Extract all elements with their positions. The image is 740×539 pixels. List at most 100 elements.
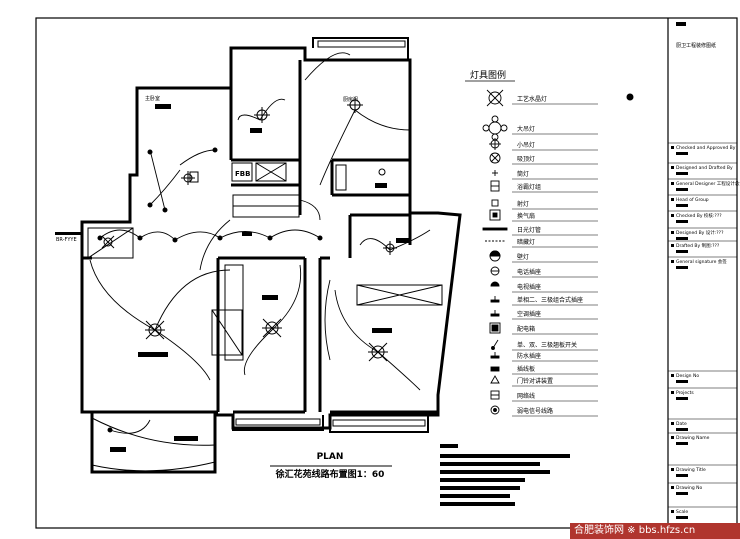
- legend-row: 吸顶灯: [489, 152, 598, 165]
- legend-row: 小吊灯: [489, 138, 598, 151]
- doorbell-icon: [490, 375, 500, 384]
- switch-icon: [491, 339, 499, 350]
- legend-label: 射灯: [517, 200, 529, 208]
- title-block-field: Head of Group: [668, 194, 737, 207]
- legend-row: 大吊灯: [482, 115, 598, 141]
- title-block-field: Drawing Name: [668, 432, 737, 445]
- downlight-icon: [492, 170, 498, 176]
- legend-row: 单相二、三极组合式插座: [490, 296, 598, 306]
- title-block-label: Head of Group: [676, 197, 709, 203]
- title-block-label: Drawing Name: [676, 435, 710, 441]
- title-block-field: Date: [668, 418, 737, 431]
- wall-lamp-icon: [489, 250, 501, 262]
- room-label-bedroom: 主卧室: [145, 95, 160, 102]
- network-icon: [490, 390, 500, 400]
- title-block-label: Design No: [676, 373, 699, 379]
- legend-label: 工艺水晶灯: [517, 95, 547, 103]
- room-label-kitchen: 厨房间: [343, 96, 358, 103]
- legend-label: 弱电信号线路: [517, 407, 553, 415]
- legend-row: 单、双、三极翘板开关: [491, 339, 598, 351]
- legend-row: 电话插座: [490, 266, 598, 278]
- exhaust-fan-icon: [489, 209, 501, 221]
- legend-label: 日光灯管: [517, 226, 541, 234]
- legend-row: 浴霸灯组: [490, 180, 598, 193]
- legend-row: 电视插座: [490, 281, 598, 293]
- title-block-label: Scale: [676, 509, 688, 515]
- legend-label: 网络线: [517, 392, 535, 400]
- legend-label: 壁灯: [517, 253, 529, 261]
- legend-row: 筒灯: [492, 170, 598, 180]
- legend-label: 大吊灯: [517, 125, 535, 133]
- legend-label: 单相二、三极组合式插座: [517, 296, 583, 304]
- title-block-field: General signature 会签: [668, 256, 737, 269]
- plan-label-blocks: [110, 104, 410, 452]
- walls: [80, 37, 462, 474]
- power-strip-icon: [490, 366, 500, 372]
- distribution-box-icon: [489, 322, 501, 334]
- legend-label: 电视插座: [517, 283, 541, 291]
- title-block-label: Drafted By 制图:???: [676, 242, 720, 249]
- pendant-large-icon: [482, 115, 508, 141]
- title-block-label: Checked and Approved By: [676, 145, 736, 151]
- wall-details: [87, 40, 443, 472]
- plan-subtitle: 徐汇花苑线路布置图1：60: [275, 468, 385, 480]
- legend-label: 门铃对讲装置: [517, 377, 553, 385]
- title-block-label: General Designer 工程设计总负责人: [676, 180, 740, 187]
- ceiling-lamp-icon: [489, 152, 501, 164]
- waterproof-socket-icon: [490, 352, 500, 359]
- title-block-fields: Checked and Approved By Designed and Draf…: [668, 142, 740, 519]
- ac-socket-icon: [490, 310, 500, 317]
- title-block-label: Designed and Drafted By: [676, 165, 733, 171]
- legend-row: 门铃对讲装置: [490, 375, 598, 387]
- phone-socket-icon: [490, 266, 500, 276]
- title-block-label: Checked By 校核:???: [676, 212, 722, 219]
- legend-label: 防水插座: [517, 352, 541, 360]
- title-block-field: Checked By 校核:???: [668, 210, 737, 223]
- drawing-border: [35, 17, 738, 529]
- title-block-field: Drafted By 制图:???: [668, 240, 737, 253]
- title-block-field: Scale: [668, 506, 737, 519]
- legend-row: 壁灯: [489, 250, 598, 263]
- title-block-field: Checked and Approved By: [668, 142, 737, 155]
- plan-title: PLAN: [317, 452, 344, 462]
- title-block-label: Designed By 设计:???: [676, 229, 724, 236]
- legend-label: 吸顶灯: [517, 155, 535, 163]
- entry-label: BR-FYYE: [56, 237, 77, 243]
- legend-row: 射灯: [491, 199, 598, 210]
- notes-block: [440, 444, 570, 506]
- legend-rows: 工艺水晶灯大吊灯小吊灯吸顶灯筒灯浴霸灯组射灯换气扇日光灯管暗藏灯壁灯电话插座电视…: [482, 89, 598, 417]
- legend-title: 灯具图例: [470, 69, 506, 81]
- legend-label: 暗藏灯: [517, 238, 535, 246]
- legend-label: 空调插座: [517, 310, 541, 318]
- legend-row: 空调插座: [490, 310, 598, 320]
- title-block-field: Designed By 设计:???: [668, 227, 737, 240]
- weak-signal-icon: [490, 405, 500, 415]
- legend-row: 插线板: [490, 365, 598, 375]
- project-name: 厨卫工程装修图纸: [676, 42, 716, 49]
- title-block-label: Drawing No: [676, 485, 703, 491]
- legend-label: 浴霸灯组: [517, 183, 541, 191]
- legend-row: 日光灯管: [482, 226, 598, 236]
- equipment-label: FBB: [235, 170, 250, 178]
- title-block-label: General signature 会签: [676, 258, 727, 265]
- title-block-label: Projects: [676, 390, 694, 396]
- title-block-field: Design No: [668, 370, 737, 383]
- legend-row: 防水插座: [490, 352, 598, 362]
- socket-icon: [490, 296, 500, 303]
- legend-row: 暗藏灯: [485, 238, 598, 248]
- legend-label: 电话插座: [517, 268, 541, 276]
- legend-row: 弱电信号线路: [490, 405, 598, 417]
- watermark: 合肥装饰网 ※ bbs.hfzs.cn: [570, 523, 740, 539]
- title-block-field: Drawing No: [668, 482, 737, 495]
- title-block-field: Projects: [668, 387, 737, 400]
- title-block-label: Drawing Title: [676, 467, 706, 473]
- title-block-field: Designed and Drafted By: [668, 162, 737, 175]
- legend-label: 单、双、三极翘板开关: [517, 341, 577, 349]
- title-block-field: General Designer 工程设计总负责人: [668, 178, 740, 191]
- title-block: 厨卫工程装修图纸 Checked and Approved By Designed…: [668, 22, 740, 519]
- legend-row: 换气扇: [489, 209, 598, 222]
- title-block-label: Date: [676, 421, 687, 427]
- chandelier-icon: [486, 89, 504, 107]
- legend-label: 插线板: [517, 365, 535, 373]
- wiring-lines: [89, 52, 431, 434]
